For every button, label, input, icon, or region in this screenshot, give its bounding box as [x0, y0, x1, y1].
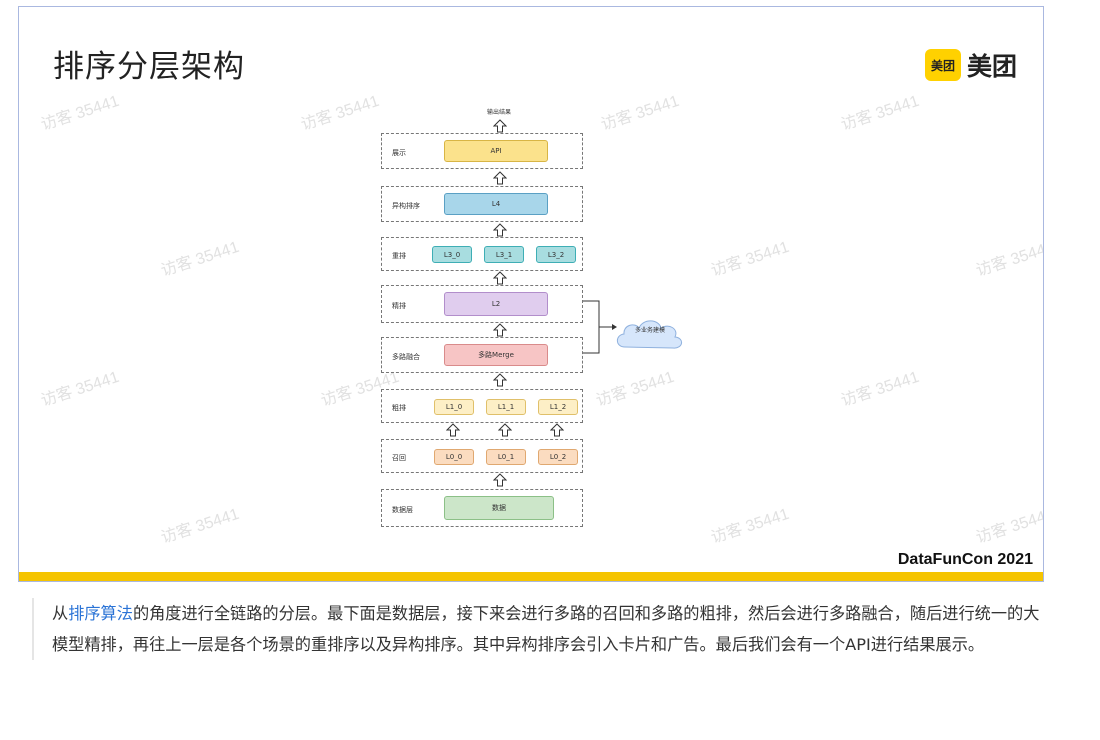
layer-multi-merge: 多路融合 多路Merge — [381, 337, 583, 373]
output-label: 输出结果 — [486, 109, 511, 116]
paragraph-prefix: 从 — [52, 604, 69, 623]
layer-recall: 召回 L0_0 L0_1 L0_2 — [381, 439, 583, 473]
footer-label: DataFunCon 2021 — [897, 551, 1033, 568]
layer-label: 数据层 — [392, 506, 413, 514]
connector-arrow — [583, 300, 617, 354]
slide-title: 排序分层架构 — [53, 49, 245, 85]
l0-0-box: L0_0 — [434, 449, 474, 465]
up-arrow-icon — [493, 271, 507, 285]
l3-1-box: L3_1 — [484, 246, 524, 263]
api-box: API — [444, 140, 548, 162]
layer-fine-rank: 精排 L2 — [381, 285, 583, 323]
layer-display: 展示 API — [381, 133, 583, 169]
up-arrow-icon — [550, 423, 564, 437]
layer-label: 异构排序 — [392, 202, 420, 210]
layer-label: 展示 — [392, 149, 406, 157]
layer-data: 数据层 数据 — [381, 489, 583, 527]
cloud-icon — [616, 320, 682, 349]
up-arrow-icon — [493, 323, 507, 337]
layer-label: 粗排 — [392, 404, 406, 412]
up-arrow-icon — [493, 119, 507, 133]
layer-label: 精排 — [392, 302, 406, 310]
brand-name: 美团 — [966, 52, 1017, 81]
cloud-label: 多业务建模 — [634, 327, 665, 334]
l3-0-box: L3_0 — [432, 246, 472, 263]
article-paragraph: 从排序算法的角度进行全链路的分层。最下面是数据层，接下来会进行多路的召回和多路的… — [32, 598, 1042, 660]
up-arrow-icon — [498, 423, 512, 437]
up-arrow-icon — [493, 171, 507, 185]
layer-hetero-rank: 异构排序 L4 — [381, 186, 583, 222]
ranking-algorithm-link[interactable]: 排序算法 — [68, 604, 133, 623]
up-arrow-icon — [446, 423, 460, 437]
up-arrow-icon — [493, 373, 507, 387]
meituan-logo: 美团 美团 — [924, 47, 1017, 83]
paragraph-body: 的角度进行全链路的分层。最下面是数据层，接下来会进行多路的召回和多路的粗排，然后… — [52, 604, 1040, 654]
up-arrow-icon — [493, 223, 507, 237]
merge-box: 多路Merge — [444, 344, 548, 366]
l0-1-box: L0_1 — [486, 449, 526, 465]
layer-coarse-rank: 粗排 L1_0 L1_1 L1_2 — [381, 389, 583, 423]
l1-0-box: L1_0 — [434, 399, 474, 415]
architecture-diagram: 输出结果 展示 API 异构排序 L4 重排 L3_0 L3_1 L3_2 精排… — [19, 7, 1043, 581]
layer-label: 多路融合 — [392, 353, 420, 361]
l3-2-box: L3_2 — [536, 246, 576, 263]
meituan-badge-icon: 美团 — [924, 49, 961, 81]
data-box: 数据 — [444, 496, 554, 520]
l2-box: L2 — [444, 292, 548, 316]
layer-rerank: 重排 L3_0 L3_1 L3_2 — [381, 237, 583, 271]
layer-label: 召回 — [392, 454, 406, 462]
l4-box: L4 — [444, 193, 548, 215]
up-arrow-icon — [493, 473, 507, 487]
l1-2-box: L1_2 — [538, 399, 578, 415]
l1-1-box: L1_1 — [486, 399, 526, 415]
layer-label: 重排 — [392, 252, 406, 260]
l0-2-box: L0_2 — [538, 449, 578, 465]
footer-bar — [19, 572, 1043, 581]
slide-image: 访客 35441 访客 35441 访客 35441 访客 35441 访客 3… — [18, 6, 1044, 582]
